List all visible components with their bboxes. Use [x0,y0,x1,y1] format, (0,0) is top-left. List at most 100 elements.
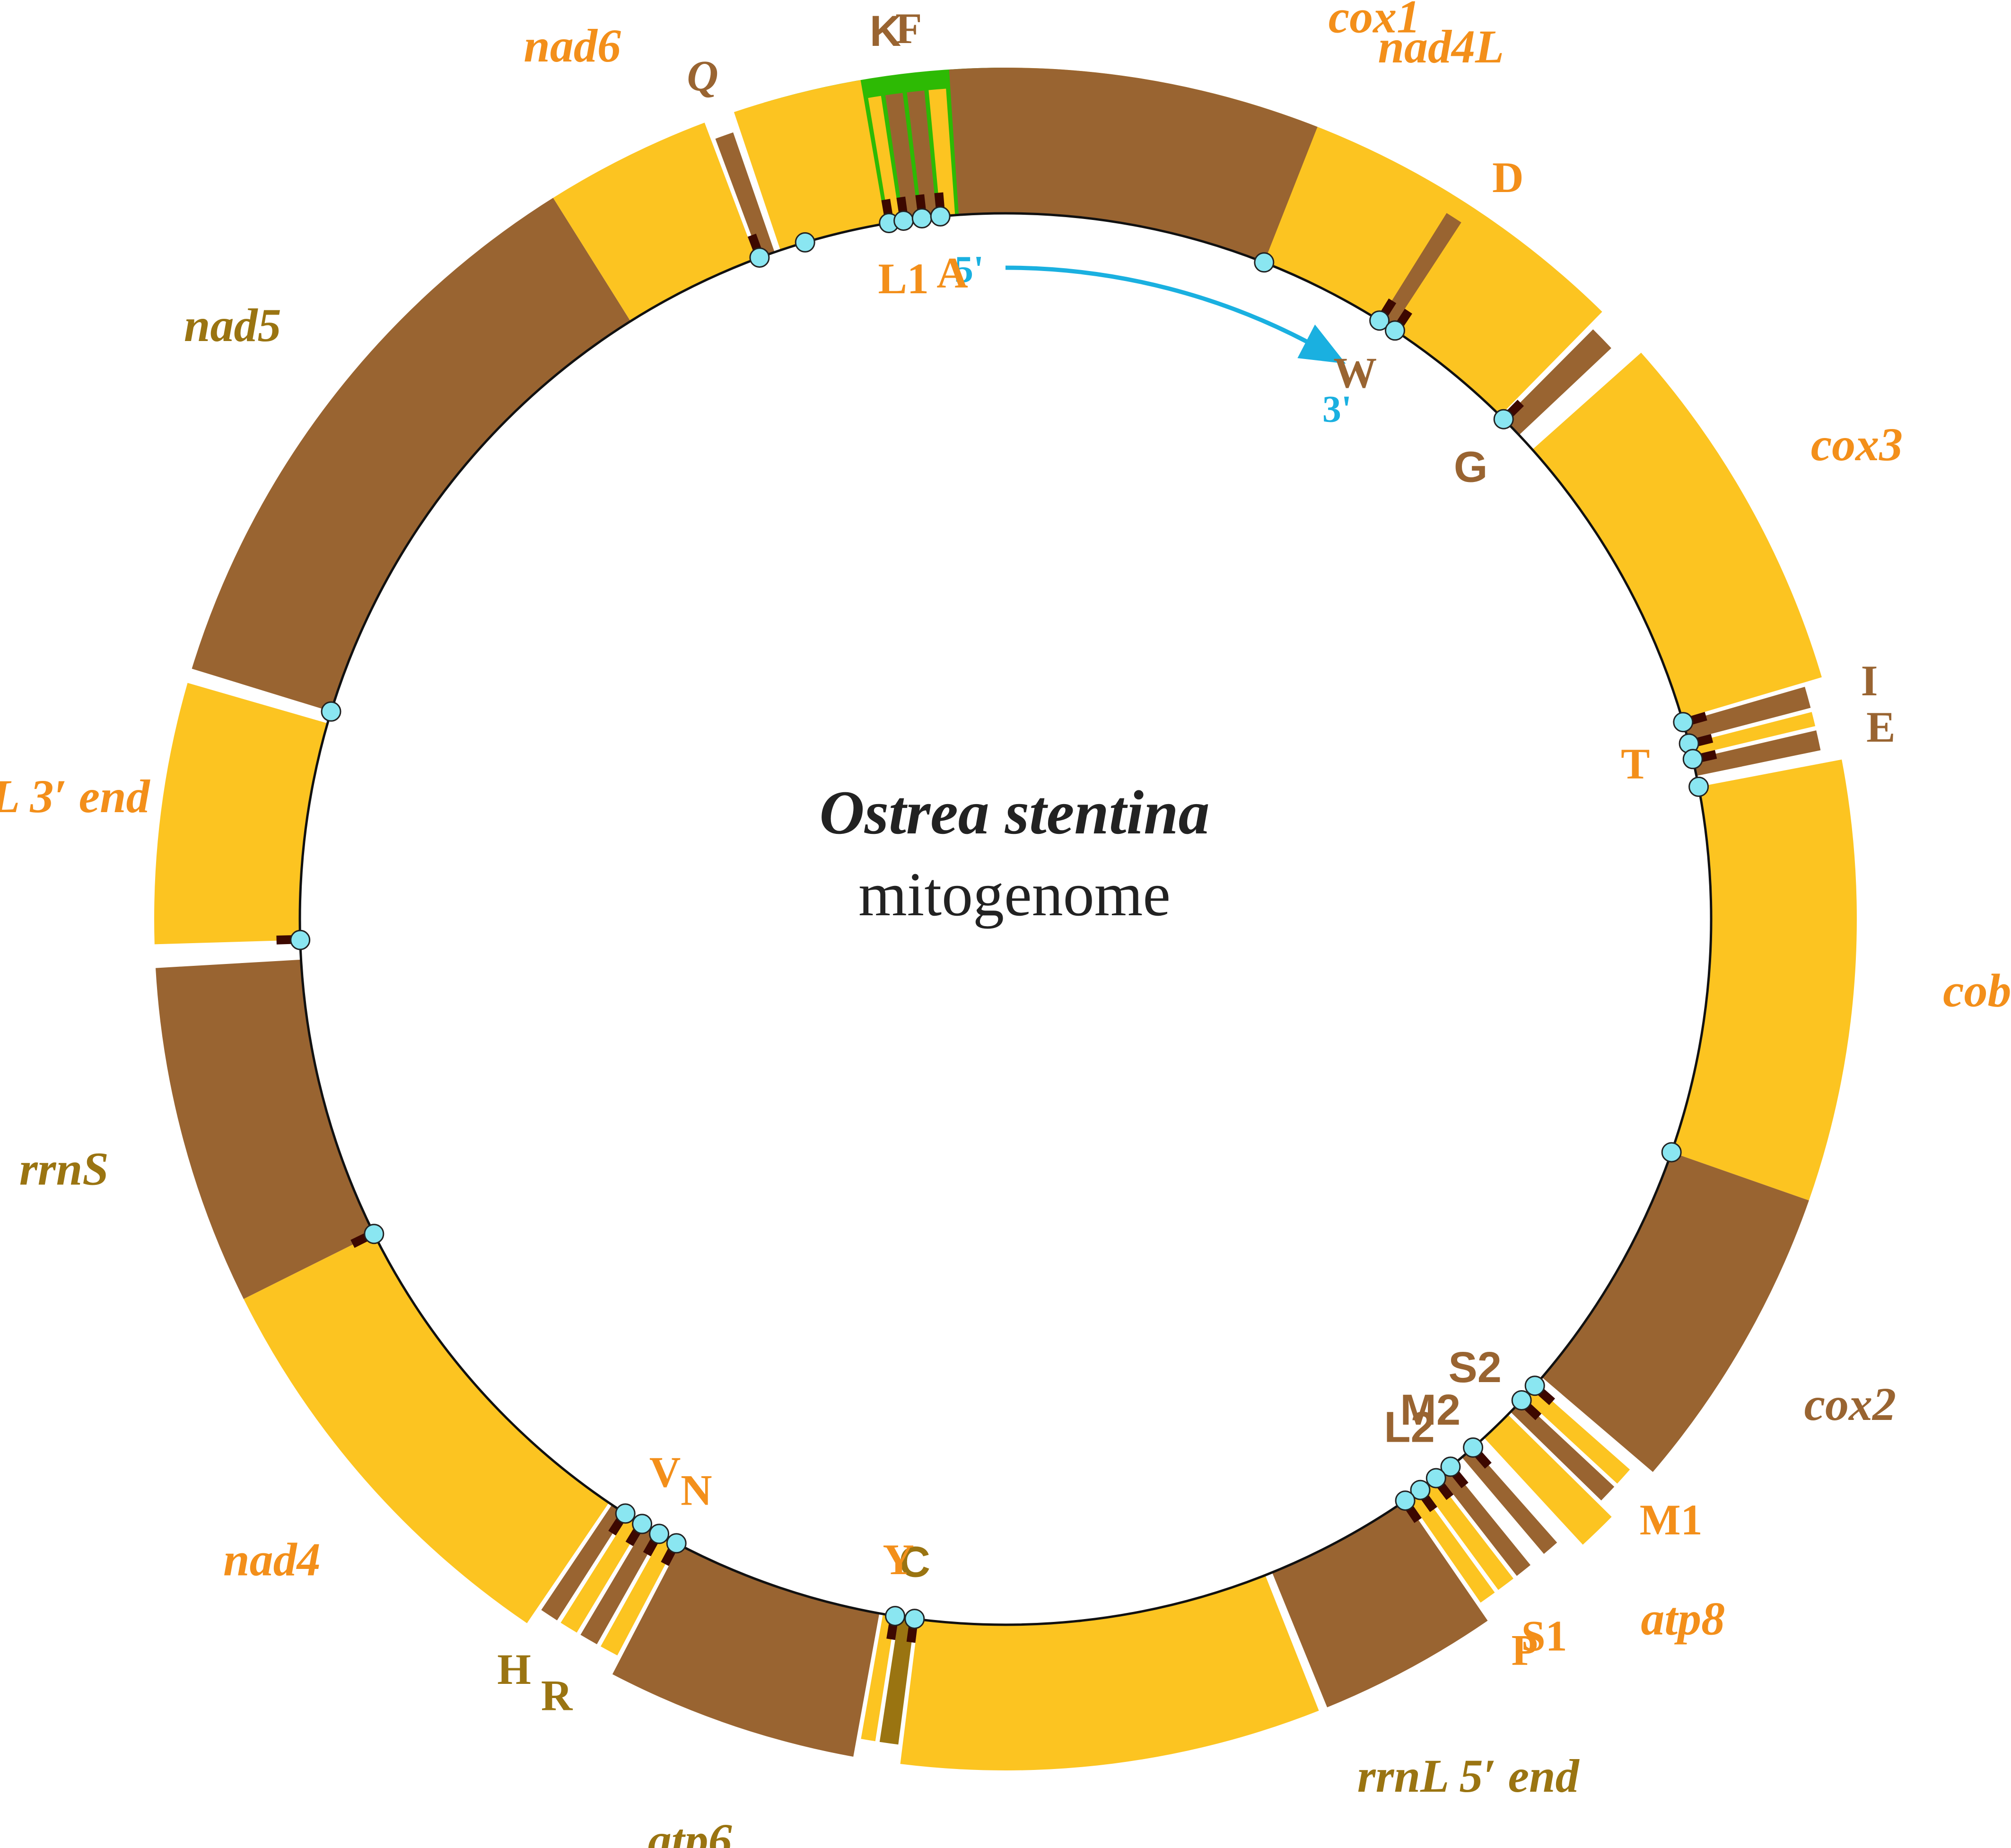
label-L2: L2 [1384,1403,1434,1452]
segment-C [879,1616,915,1745]
marker-rrnL-5-end [1395,1490,1416,1511]
marker-S1 [1425,1468,1446,1489]
label-cox3: cox3 [1811,418,1903,471]
label-V: V [649,1448,681,1496]
segment-P [1408,1490,1495,1603]
segment-T [1689,712,1816,756]
label-rrnS: rrnS [19,1143,109,1195]
segment-K [885,93,918,221]
label-R: R [541,1671,573,1719]
label-nad4: nad4 [223,1533,321,1586]
segment-nad5 [192,198,631,712]
label-rrnL-3-end: rrnL 3′ end [0,770,151,823]
segment-nad3 [734,80,885,250]
marker-I [1673,712,1694,733]
segment-D [1395,225,1479,339]
marker-M1 [1524,1375,1545,1396]
segment-nad6 [553,123,756,322]
label-Q: Q [687,52,718,100]
segment-nad1 [949,68,1318,263]
strand-arrow-icon [1005,265,1322,351]
label-atp8: atp8 [1641,1593,1725,1645]
label-nad5: nad5 [184,299,281,351]
label-I: I [1861,657,1878,705]
marker-V [632,1514,653,1534]
map-subtitle: mitogenome [858,859,1171,929]
segment-H [541,1505,626,1620]
boundary-markers [290,206,1709,1629]
label-rrnL-5-end: rrnL 5′ end [1357,1750,1580,1802]
arrow-head-icon [1297,324,1346,364]
marker-M2 [1463,1437,1484,1458]
label-F: F [895,4,922,53]
segment-F [907,90,937,219]
segment-M1 [1524,1385,1630,1484]
label-S2: S2 [1448,1343,1502,1392]
segment-atp8 [1484,1414,1612,1545]
segment-Q [715,132,775,258]
species-title: Ostrea stentina [819,778,1209,847]
segment-I [1683,687,1811,740]
marker-nad4L [1254,252,1275,273]
strand-direction-arrow: 5' 3' [954,249,1352,430]
segment-cob [1671,759,1857,1200]
segment-A [928,88,955,217]
strand-end-label: 3' [1322,389,1352,430]
segment-cox3 [1532,352,1822,719]
segment-W [1379,213,1461,329]
label-D: D [1492,153,1523,201]
label-K: K [870,7,901,55]
segment-R [580,1525,659,1645]
segment-G [1504,329,1611,435]
segment-L2 [1439,1466,1530,1576]
genome-backbone-circle [298,212,1713,1626]
label-S1: S1 [1521,1612,1567,1660]
segment-rrnL-3-end [154,683,328,945]
segment-rrnL-5-end [1272,1500,1488,1708]
label-cox2: cox2 [1804,1378,1896,1430]
label-Y: Y [883,1535,914,1584]
marker-S2 [1511,1390,1532,1410]
segment-E [1693,730,1821,776]
marker-nad5 [321,701,341,722]
marker-A [930,206,951,227]
label-nad4L: nad4L [1378,20,1504,73]
label-W: W [1333,349,1377,397]
marker-cob [1688,776,1709,797]
marker-L2 [1440,1456,1461,1477]
marker-C [904,1609,925,1629]
strand-start-label: 5' [954,249,984,290]
marker-N [666,1533,687,1554]
marker-Y [885,1606,906,1627]
marker-W [1369,310,1390,331]
label-cob: cob [1943,964,2011,1017]
label-atp6: atp6 [648,1814,732,1848]
marker-G [1493,409,1514,429]
label-A: A [936,249,968,297]
segment-S1 [1423,1478,1513,1590]
segment-nad2 [900,1575,1319,1771]
segment-rrnS [156,959,374,1299]
marker-R [649,1524,670,1544]
label-E: E [1866,703,1895,751]
segment-nad4L [1264,127,1452,318]
marker-D [1385,320,1405,341]
segment-Y [861,1614,895,1742]
segment-L1 [868,96,900,223]
marker-cox2 [1661,1142,1682,1163]
marker-P [1410,1480,1431,1500]
marker-rrnS [364,1224,385,1244]
segment-nad4 [244,1234,609,1623]
label-C: C [899,1538,930,1586]
label-G: G [1454,443,1488,491]
label-M2: M2 [1400,1386,1460,1434]
marker-H [615,1503,636,1524]
marker-E [1682,749,1703,770]
label-T: T [1621,739,1650,788]
label-L1: L1 [878,254,929,303]
segment-M2 [1462,1447,1557,1554]
label-N: N [681,1466,712,1514]
marker-F [911,208,932,228]
